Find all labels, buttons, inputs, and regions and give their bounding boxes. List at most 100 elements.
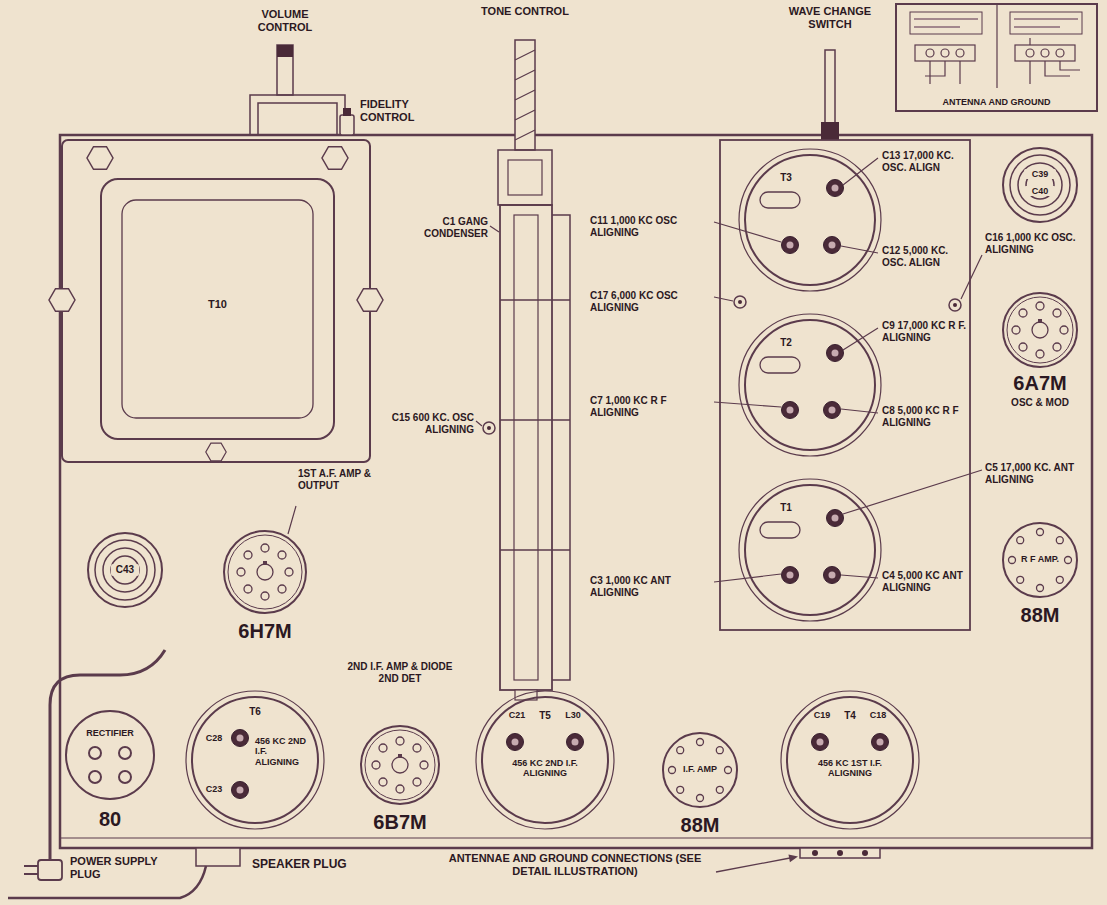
- tube-function: 2ND I.F. AMP & DIODE 2ND DET: [340, 661, 460, 684]
- control-label: WAVE CHANGE SWITCH: [780, 5, 880, 30]
- antenna-strip: [800, 848, 880, 858]
- can-slot: [760, 357, 800, 373]
- callout-number: C39: [1024, 169, 1056, 179]
- octal-socket: [372, 737, 428, 793]
- trimmer-dot: [738, 300, 742, 304]
- tube-socket: 2ND I.F. AMP & DIODE 2ND DET6B7M: [360, 725, 440, 805]
- tube-type: 88M: [990, 604, 1090, 627]
- inset-box: [1010, 12, 1082, 34]
- callout-number: C19: [810, 710, 834, 720]
- coil-can: T1: [744, 484, 876, 616]
- gang-condenser: [500, 205, 552, 690]
- electrolytic-capacitor: C39C40: [1002, 147, 1078, 223]
- switch-shaft: [825, 50, 835, 125]
- tube-socket-outline: [223, 530, 307, 614]
- terminal: [837, 850, 843, 856]
- transformer-box: T10: [100, 178, 335, 440]
- tube-socket-outline: [1003, 523, 1077, 597]
- tube-socket: R F AMP.88M: [1002, 522, 1078, 598]
- tube-type: 6A7M: [990, 372, 1090, 395]
- capacitor-ring: [95, 540, 155, 600]
- tube-function: I.F. AMP: [670, 764, 730, 774]
- callout-number: C21: [505, 710, 529, 720]
- control-label: FIDELITY CONTROL: [360, 98, 440, 123]
- connector-label: SPEAKER PLUG: [252, 858, 372, 872]
- inset-caption: ANTENNA AND GROUND: [915, 97, 1078, 107]
- terminal: [812, 850, 818, 856]
- callout-number: C23: [201, 784, 227, 794]
- octal-socket: [1012, 302, 1068, 358]
- alignment-note: C11 1,000 KC OSC ALIGNING: [590, 215, 712, 238]
- part-number: T4: [838, 710, 862, 722]
- can-slot: [760, 522, 800, 538]
- capacitor-ring: [111, 556, 139, 584]
- shaft-housing: [508, 160, 542, 195]
- tube-function: OSC & MOD: [990, 397, 1090, 409]
- trimmer-screw: [507, 734, 524, 751]
- transformer-plate: [62, 140, 370, 462]
- alignment-note: C8 5,000 KC R F ALIGNING: [882, 405, 968, 428]
- electrolytic-capacitor-outline: [1002, 147, 1078, 223]
- electrolytic-capacitor: C43: [87, 532, 163, 608]
- trimmer-screw: [824, 402, 841, 419]
- trimmer-screw: [827, 345, 844, 362]
- if-transformer-can-outline: [192, 697, 318, 823]
- terminal: [956, 49, 964, 57]
- fidelity-shaft: [343, 108, 351, 116]
- control-label: TONE CONTROL: [480, 5, 570, 18]
- electrolytic-capacitor-outline: [88, 533, 162, 607]
- leader-line: [288, 158, 982, 582]
- tube-socket-outline: [66, 711, 154, 799]
- trimmer-dot: [953, 303, 957, 307]
- tube-socket: I.F. AMP88M: [662, 732, 738, 808]
- alignment-note: C5 17,000 KC. ANT ALIGNING: [985, 462, 1090, 485]
- part-number: T1: [774, 502, 798, 514]
- control-bracket: [250, 95, 345, 135]
- terminal: [862, 850, 868, 856]
- tube-function: R F AMP.: [1010, 554, 1070, 564]
- transformer-core: [122, 200, 313, 418]
- tube-type: 6H7M: [213, 620, 317, 643]
- alignment-note: C3 1,000 KC ANT ALIGNING: [590, 575, 712, 598]
- trimmer-screw: [812, 734, 829, 751]
- if-transformer-can-outline: [787, 697, 913, 823]
- if-transformer-can: C21T5L30456 KC 2ND I.F. ALIGNING: [481, 696, 609, 824]
- terminal: [1026, 49, 1034, 57]
- callout-number: C43: [111, 564, 139, 576]
- tube-function: 1ST A.F. AMP & OUTPUT: [298, 468, 393, 491]
- socket-inner-ring: [365, 730, 435, 800]
- shaft-housing: [498, 150, 552, 205]
- alignment-note: C15 600 KC. OSC ALIGNING: [388, 412, 474, 435]
- tube-socket-outline: [360, 725, 440, 805]
- trimmer-hole: [949, 299, 961, 311]
- connector-label: ANTENNAE AND GROUND CONNECTIONS (SEE DET…: [440, 852, 710, 877]
- trimmer-screw: [232, 730, 249, 747]
- can-rim: [781, 691, 919, 829]
- tube-function: RECTIFIER: [75, 728, 145, 738]
- can-rim: [186, 691, 324, 829]
- tube-type: 6B7M: [345, 811, 455, 834]
- alignment-note: C13 17,000 KC. OSC. ALIGN: [882, 150, 968, 173]
- trimmer-screw: [782, 237, 799, 254]
- can-rim: [739, 314, 881, 456]
- capacitor-ring: [1018, 163, 1062, 207]
- can-rim: [739, 479, 881, 621]
- alignment-note: C16 1,000 KC OSC. ALIGNING: [985, 232, 1090, 255]
- terminal: [1056, 49, 1064, 57]
- power-plug: [38, 860, 62, 880]
- coil-can-outline: [744, 154, 876, 286]
- control-label: VOLUME CONTROL: [240, 8, 330, 33]
- callout-number: C18: [866, 710, 890, 720]
- leader-arrowhead: [789, 854, 799, 862]
- alignment-note: C9 17,000 KC R F. ALIGNING: [882, 320, 968, 343]
- socket-inner-ring: [228, 535, 302, 609]
- can-slot: [760, 192, 800, 208]
- trimmer-screw: [824, 567, 841, 584]
- shaft-hatching: [515, 50, 535, 140]
- capacitor-ring: [103, 548, 147, 592]
- tube-socket: 6A7MOSC & MOD: [1002, 292, 1078, 368]
- coil-can-outline: [745, 320, 875, 450]
- coil-can: T2: [744, 319, 876, 451]
- mounting-nut: [322, 147, 348, 170]
- terminal: [941, 49, 949, 57]
